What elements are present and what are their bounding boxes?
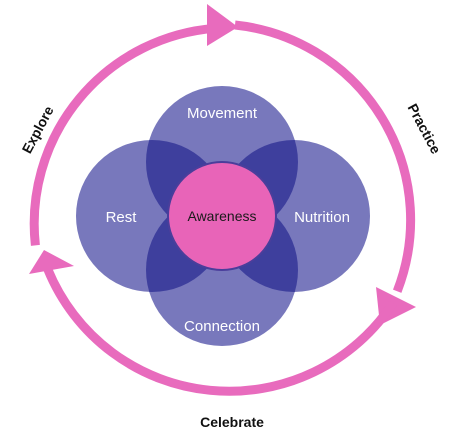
arrow-arc-bottom bbox=[43, 267, 397, 396]
label-nutrition: Nutrition bbox=[294, 209, 350, 226]
center-circle-awareness bbox=[167, 161, 277, 271]
arrow-arc-top bbox=[29, 23, 216, 246]
label-rest: Rest bbox=[106, 209, 138, 226]
arrow-arc-right bbox=[234, 20, 416, 293]
label-movement: Movement bbox=[187, 105, 258, 122]
arrow-head-top bbox=[207, 4, 238, 46]
arrow-head-bottom bbox=[29, 250, 74, 274]
label-practice: Practice bbox=[405, 101, 445, 157]
label-celebrate: Celebrate bbox=[200, 414, 264, 430]
label-connection: Connection bbox=[184, 318, 260, 335]
label-awareness: Awareness bbox=[187, 208, 256, 224]
cycle-arrows bbox=[29, 4, 416, 396]
